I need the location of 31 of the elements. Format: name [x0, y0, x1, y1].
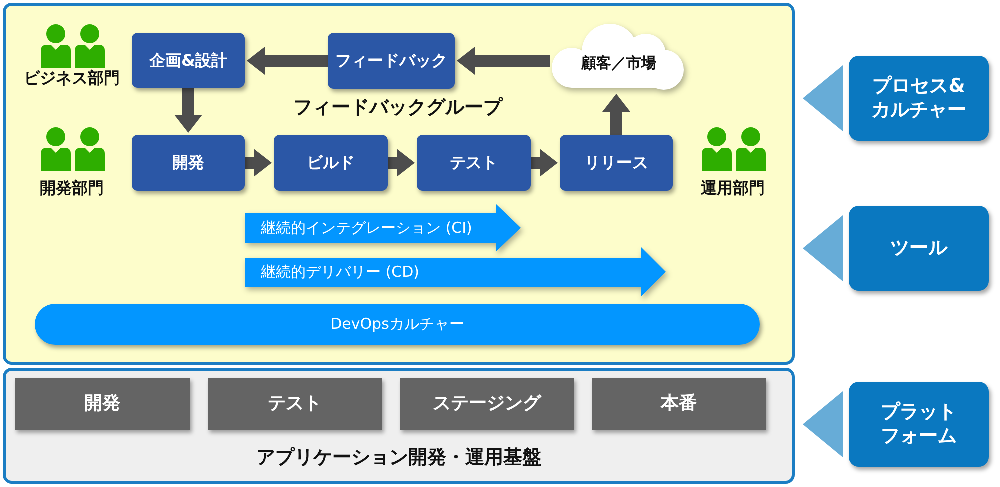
- process-box: フィードバック: [328, 33, 455, 89]
- panel: [3, 3, 795, 365]
- stage-box: ステージング: [400, 378, 574, 430]
- icon-caption: 開発部門: [40, 178, 104, 198]
- process-box: リリース: [560, 135, 673, 191]
- arrow: [531, 149, 558, 177]
- cloud: 顧客／市場: [550, 22, 688, 92]
- panel: [3, 368, 795, 484]
- stage-box: テスト: [208, 378, 382, 430]
- stage-box: 開発: [15, 378, 190, 430]
- arrow: [457, 47, 550, 75]
- arrow: [247, 47, 328, 75]
- arrow: [174, 88, 202, 133]
- icon-caption: ビジネス部門: [24, 68, 120, 88]
- category-box: プロセス&カルチャー: [849, 56, 989, 141]
- process-box: テスト: [417, 135, 531, 191]
- category-box: プラットフォーム: [849, 382, 989, 467]
- arrow-banner: 継続的インテグレーション (CI): [245, 204, 521, 252]
- process-box: ビルド: [274, 135, 388, 191]
- stage-box: 本番: [592, 378, 766, 430]
- arrow: [245, 149, 272, 177]
- process-box: 企画&設計: [132, 33, 245, 88]
- category-box: ツール: [849, 206, 989, 291]
- rounded-bar: DevOpsカルチャー: [35, 304, 760, 345]
- process-box: 開発: [132, 135, 245, 191]
- icon-caption: 運用部門: [701, 178, 765, 198]
- group-label: フィードバックグループ: [294, 96, 502, 120]
- panel-heading: アプリケーション開発・運用基盤: [256, 446, 542, 470]
- arrow-banner: 継続的デリバリー (CD): [245, 247, 666, 297]
- arrow: [388, 149, 415, 177]
- arrow: [602, 94, 630, 135]
